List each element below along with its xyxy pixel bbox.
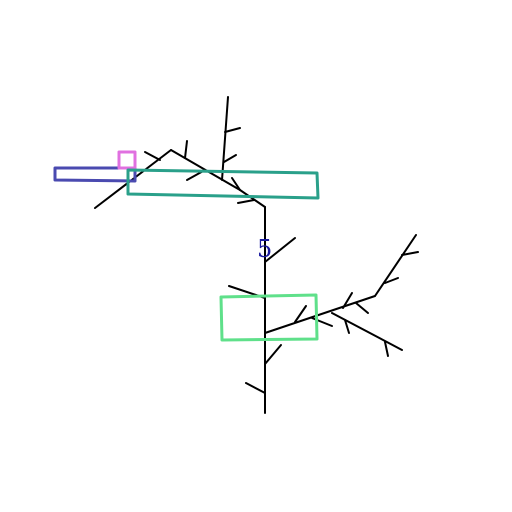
upper-branch-stroke xyxy=(224,127,241,133)
right-branch-stroke xyxy=(344,319,350,334)
trunk-top-stroke xyxy=(239,189,266,208)
right-branch-stroke xyxy=(384,277,399,284)
right-branch-stroke xyxy=(311,317,333,327)
green-outline-box xyxy=(219,293,319,342)
right-branch-stroke xyxy=(264,295,376,334)
right-branch-stroke xyxy=(294,305,307,323)
upper-branch-stroke xyxy=(223,154,237,163)
upper-branch-stroke xyxy=(221,96,229,181)
number-label: 5 xyxy=(257,235,272,263)
upper-branch-stroke xyxy=(237,199,255,204)
upper-branch-stroke xyxy=(184,140,188,159)
tree-strokes xyxy=(94,96,419,414)
right-branch-stroke xyxy=(342,292,353,309)
lower-twig-stroke xyxy=(264,344,282,365)
right-branch-stroke xyxy=(384,341,389,357)
right-branch-stroke xyxy=(331,312,403,351)
mid-branch-stroke xyxy=(264,237,296,263)
upper-branch-stroke xyxy=(144,151,161,161)
blue-outline-box xyxy=(53,166,137,183)
teal-outline-box xyxy=(126,168,320,200)
right-branch-stroke xyxy=(374,234,417,297)
lower-twig-stroke xyxy=(245,382,266,394)
pink-outline-box xyxy=(117,150,137,170)
right-branch-stroke xyxy=(355,302,369,314)
right-branch-stroke xyxy=(401,251,419,256)
upper-branch-stroke xyxy=(231,177,241,191)
